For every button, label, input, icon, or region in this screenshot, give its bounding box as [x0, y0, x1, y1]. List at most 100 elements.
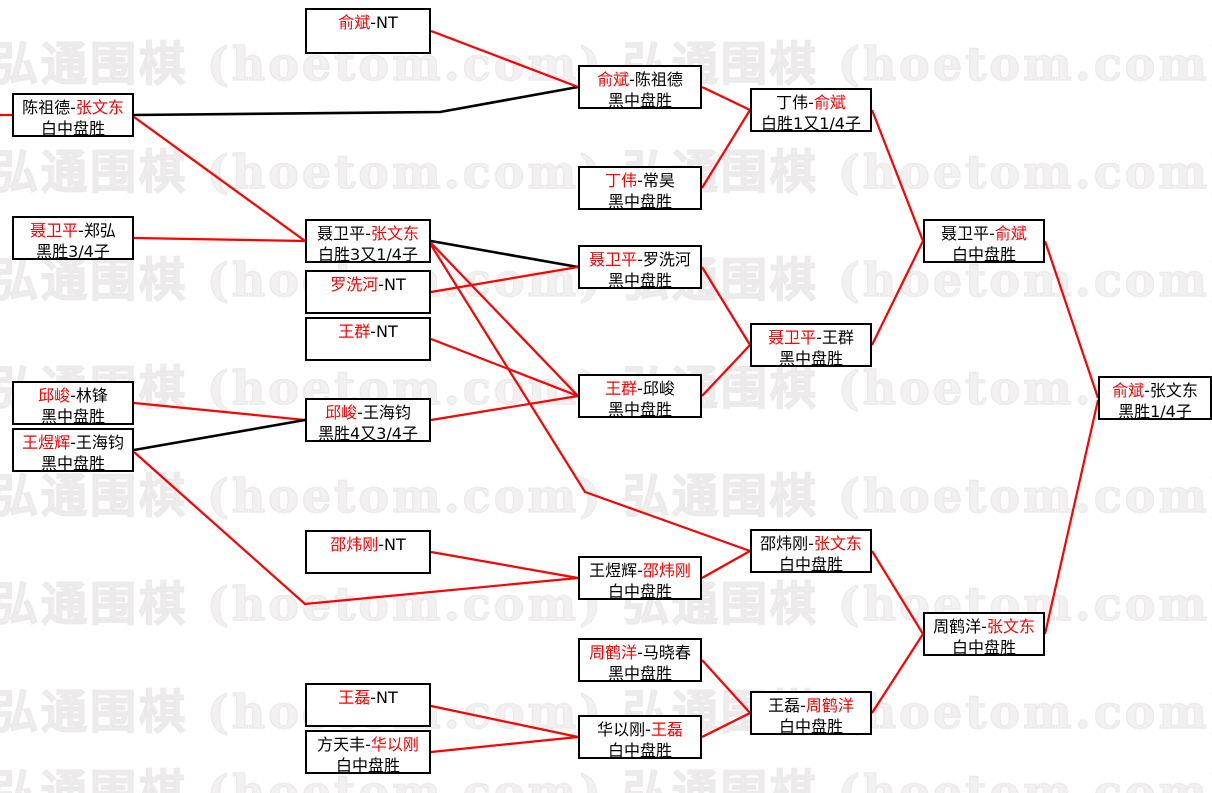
edge-luoxihe-to-nieluo — [430, 265, 579, 294]
player-two: 华以刚 — [370, 735, 419, 754]
match-nieweiping-zhangwendong[interactable]: 聂卫平-张文东白胜3又1/4子 — [305, 219, 431, 264]
match-wangqun-nt[interactable]: 王群-NT — [305, 317, 431, 361]
player-separator: - — [800, 696, 806, 715]
edge-yubinchenzude-to-dingweiyubin — [701, 86, 751, 111]
edge-shaozhang-to-zhouzhang — [871, 550, 924, 635]
match-zhouheyang-maxiaochun[interactable]: 周鹤洋-马晓春黑中盘胜 — [578, 638, 702, 683]
player-separator: - — [365, 735, 371, 754]
watermark-text: 弘通围棋 (hoetom.com) 弘通围棋 (hoetom.com) 弘通围棋… — [0, 764, 1212, 793]
edge-shaoweigangnt-to-wangyuhuishao — [430, 550, 579, 580]
match-dingwei-yubin[interactable]: 丁伟-俞斌白胜1又1/4子 — [750, 88, 872, 133]
match-result: 白胜1又1/4子 — [761, 114, 861, 133]
player-separator: - — [365, 224, 371, 243]
player-separator: - — [378, 275, 385, 294]
player-one: 王磊 — [338, 688, 371, 707]
player-two: 俞斌 — [994, 224, 1027, 243]
edge-nieluo-to-niewangqun — [701, 266, 751, 346]
player-two: 王磊 — [650, 720, 683, 739]
player-one: 俞斌 — [597, 70, 630, 89]
match-players: 陈祖德-张文东 — [14, 97, 132, 118]
player-two: 郑弘 — [83, 221, 116, 240]
player-two: 邱峻 — [642, 379, 675, 398]
player-two: 马晓春 — [642, 643, 691, 662]
player-separator: - — [357, 403, 363, 422]
match-dingwei-changhao[interactable]: 丁伟-常昊黑中盘胜 — [578, 166, 702, 211]
match-result: 白中盘胜 — [951, 638, 1016, 657]
edge-chenzude-to-yubinchenzude — [133, 85, 579, 117]
player-two: 林锋 — [75, 386, 108, 405]
match-wangyuhui-shaoweigang[interactable]: 王煜辉-邵炜刚白中盘胜 — [578, 556, 702, 601]
match-huayigang-wanglei[interactable]: 华以刚-王磊白中盘胜 — [578, 715, 702, 760]
match-result: 白中盘胜 — [335, 756, 400, 775]
match-nieweiping-luoxihe[interactable]: 聂卫平-罗洗河黑中盘胜 — [578, 245, 702, 290]
match-players: 罗洗河-NT — [307, 274, 429, 295]
match-players: 聂卫平-王群 — [752, 327, 870, 348]
player-one: 聂卫平 — [941, 224, 990, 243]
match-zhouheyang-zhangwendong[interactable]: 周鹤洋-张文东白中盘胜 — [923, 612, 1045, 657]
match-players: 丁伟-俞斌 — [752, 92, 870, 113]
edge-yubinnt-to-yubinchenzude — [430, 29, 579, 89]
player-two: 周鹤洋 — [805, 696, 854, 715]
edge-wangyuhui-to-shaoweigangline — [133, 451, 579, 606]
edge-zhouheyangma-to-wangleizhou — [701, 659, 751, 714]
player-one: 周鹤洋 — [589, 643, 638, 662]
match-luoxihe-nt[interactable]: 罗洗河-NT — [305, 270, 431, 314]
match-players: 俞斌-陈祖德 — [580, 69, 700, 90]
player-separator: - — [370, 688, 377, 707]
match-chenzude-zhangwendong[interactable]: 陈祖德-张文东白中盘胜 — [12, 93, 134, 138]
player-separator: - — [981, 617, 987, 636]
player-one: 聂卫平 — [589, 250, 638, 269]
match-players: 邱峻-林锋 — [14, 385, 132, 406]
match-qiujun-wanghaijun[interactable]: 邱峻-王海钧黑胜4又3/4子 — [305, 398, 431, 443]
player-one: 俞斌 — [1112, 381, 1145, 400]
player-two: NT — [376, 688, 398, 707]
edge-wangqunnt-to-wangqunqiujun — [430, 337, 579, 398]
player-one: 丁伟 — [776, 93, 809, 112]
player-one: 俞斌 — [338, 13, 371, 32]
edge-wangyuhui-to-qiujunwanghaijun — [133, 418, 306, 452]
player-one: 邵炜刚 — [760, 534, 809, 553]
player-separator: - — [70, 433, 76, 452]
player-two: 张文东 — [813, 534, 862, 553]
player-one: 聂卫平 — [768, 328, 817, 347]
match-fangtianfeng-huayigang[interactable]: 方天丰-华以刚白中盘胜 — [305, 730, 431, 775]
match-result: 黑中盘胜 — [40, 454, 105, 473]
match-nieweiping-yubin[interactable]: 聂卫平-俞斌白中盘胜 — [923, 219, 1045, 264]
match-players: 华以刚-王磊 — [580, 719, 700, 740]
match-shaoweigang-zhangwendong[interactable]: 邵炜刚-张文东白中盘胜 — [750, 529, 872, 574]
match-wangqun-qiujun[interactable]: 王群-邱峻黑中盘胜 — [578, 374, 702, 419]
match-players: 王群-邱峻 — [580, 378, 700, 399]
player-two: 陈祖德 — [634, 70, 683, 89]
player-one: 聂卫平 — [30, 221, 79, 240]
match-result: 白胜3又1/4子 — [318, 245, 418, 264]
player-two: 罗洗河 — [642, 250, 691, 269]
player-two: 王海钧 — [362, 403, 411, 422]
player-two: 张文东 — [75, 98, 124, 117]
edge-niezhang-to-nieluo — [430, 239, 579, 269]
match-players: 聂卫平-张文东 — [307, 223, 429, 244]
player-one: 聂卫平 — [317, 224, 366, 243]
match-players: 邵炜刚-张文东 — [752, 533, 870, 554]
match-wanglei-nt[interactable]: 王磊-NT — [305, 683, 431, 727]
edge-nieyubin-to-final — [1043, 240, 1100, 399]
match-nieweiping-zhenghong[interactable]: 聂卫平-郑弘黑胜3/4子 — [12, 216, 134, 261]
match-wanglei-zhouheyang[interactable]: 王磊-周鹤洋白中盘胜 — [750, 691, 872, 736]
match-qiujun-linfeng[interactable]: 邱峻-林锋黑中盘胜 — [12, 381, 134, 426]
player-one: 丁伟 — [605, 171, 638, 190]
player-separator: - — [370, 13, 377, 32]
edge-huayigangwanglei-to-wangleizhou — [701, 712, 751, 738]
match-result: 白中盘胜 — [607, 741, 672, 760]
match-shaoweigang-nt[interactable]: 邵炜刚-NT — [305, 530, 431, 574]
match-final-yubin-zhangwendong[interactable]: 俞斌-张文东黑胜1/4子 — [1098, 376, 1212, 421]
player-two: 张文东 — [1149, 381, 1198, 400]
player-one: 王群 — [338, 322, 371, 341]
player-two: 张文东 — [370, 224, 419, 243]
match-wangyuhui-wanghaijun[interactable]: 王煜辉-王海钧黑中盘胜 — [12, 428, 134, 473]
match-players: 丁伟-常昊 — [580, 170, 700, 191]
match-yubin-nt[interactable]: 俞斌-NT — [305, 8, 431, 54]
player-separator: - — [808, 93, 814, 112]
edge-nieweiping-zhenghong-to-niezhang — [133, 236, 306, 243]
match-nieweiping-wangqun[interactable]: 聂卫平-王群黑中盘胜 — [750, 323, 872, 368]
match-players: 聂卫平-罗洗河 — [580, 249, 700, 270]
match-yubin-chenzude[interactable]: 俞斌-陈祖德黑中盘胜 — [578, 65, 702, 110]
